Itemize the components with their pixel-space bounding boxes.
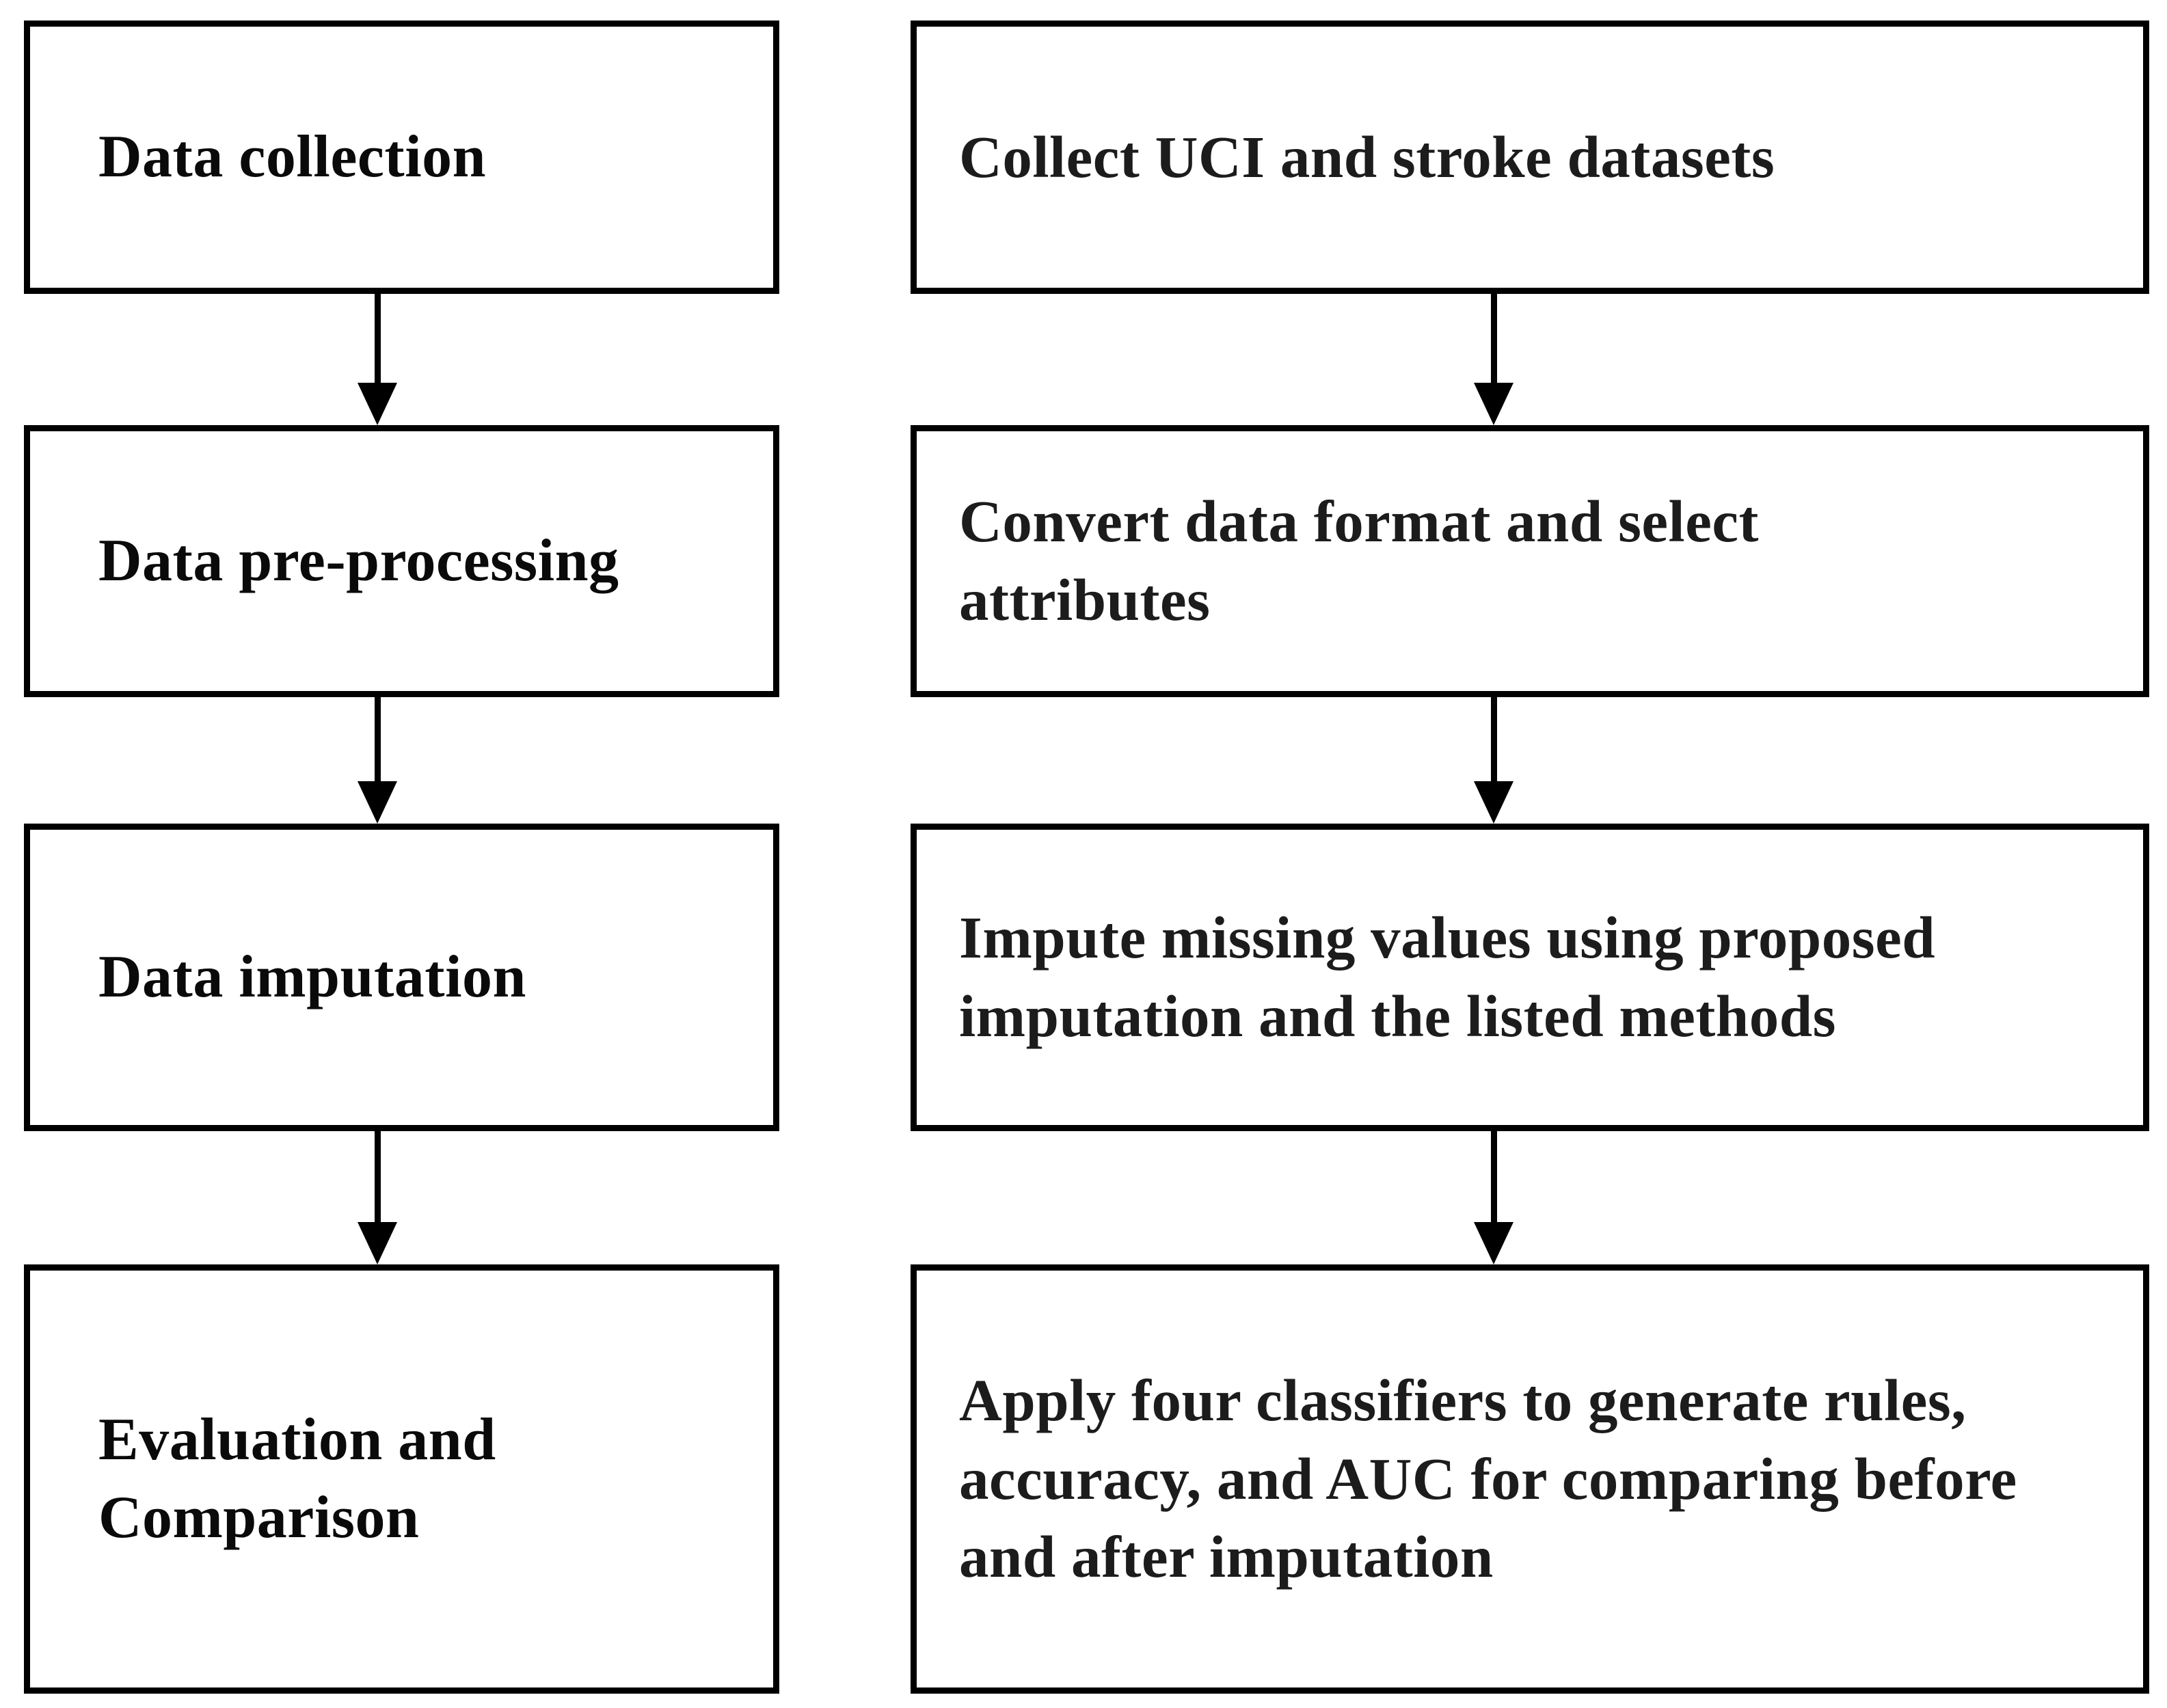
stage-box-data-pre-processing: Data pre-processing	[24, 425, 779, 697]
down-arrow-icon	[1474, 1131, 1513, 1264]
description-box-impute-missing-values: Impute missing values using proposed imp…	[911, 824, 2149, 1131]
down-arrow-icon	[358, 294, 397, 425]
stage-box-evaluation-and-comparison: Evaluation and Comparison	[24, 1264, 779, 1694]
arrow-head	[358, 781, 397, 824]
description-box-apply-classifiers: Apply four classifiers to generate rules…	[911, 1264, 2149, 1694]
stage-description: Convert data format and select attribute…	[959, 488, 1759, 633]
stage-description: Apply four classifiers to generate rules…	[959, 1366, 2017, 1590]
stage-label: Data pre-processing	[98, 527, 619, 594]
arrow-shaft	[1490, 1131, 1497, 1222]
description-box-collect-datasets: Collect UCI and stroke datasets	[911, 21, 2149, 294]
stage-description: Impute missing values using proposed imp…	[959, 904, 1936, 1049]
arrow-shaft	[374, 1131, 381, 1222]
arrow-shaft	[374, 697, 381, 781]
arrow-head	[358, 383, 397, 425]
stage-label: Evaluation and Comparison	[98, 1406, 496, 1551]
down-arrow-icon	[358, 697, 397, 824]
arrow-head	[1474, 1222, 1513, 1264]
stage-box-data-imputation: Data imputation	[24, 824, 779, 1131]
arrow-head	[1474, 383, 1513, 425]
down-arrow-icon	[1474, 294, 1513, 425]
arrow-shaft	[1490, 294, 1497, 383]
stage-label: Data collection	[98, 123, 487, 190]
stage-label: Data imputation	[98, 943, 526, 1010]
stage-description: Collect UCI and stroke datasets	[959, 123, 1775, 190]
arrow-head	[358, 1222, 397, 1264]
down-arrow-icon	[1474, 697, 1513, 824]
stage-box-data-collection: Data collection	[24, 21, 779, 294]
arrow-shaft	[1490, 697, 1497, 781]
arrow-head	[1474, 781, 1513, 824]
down-arrow-icon	[358, 1131, 397, 1264]
description-box-convert-format: Convert data format and select attribute…	[911, 425, 2149, 697]
arrow-shaft	[374, 294, 381, 383]
